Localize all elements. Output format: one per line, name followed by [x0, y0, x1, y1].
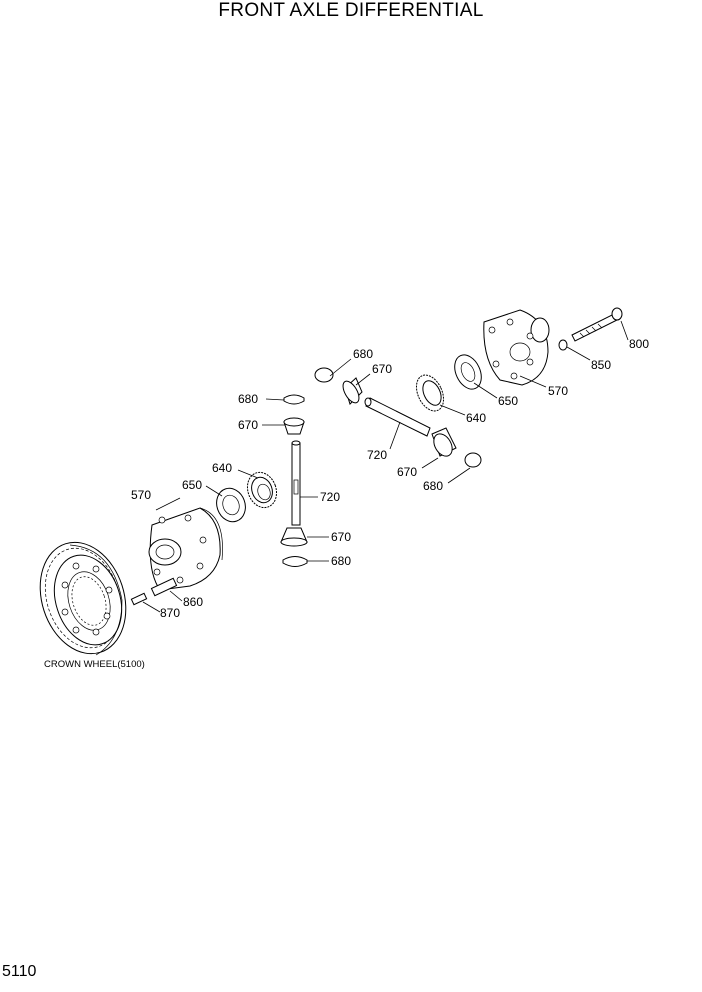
bolt-800-part: [571, 307, 623, 342]
callout-570-right: 570: [548, 384, 568, 398]
callout-650-left: 650: [182, 478, 202, 492]
callout-670-lower: 670: [331, 530, 351, 544]
callout-720-right: 720: [367, 448, 387, 462]
callout-670-right: 670: [397, 465, 417, 479]
pinion-gear-670-right: [431, 427, 457, 457]
washer-850-part: [558, 339, 568, 351]
washer-680-right: [464, 452, 482, 468]
callout-680-upper-left: 680: [238, 392, 258, 406]
cross-shaft-720-diagonal: [364, 397, 431, 437]
callout-640-left: 640: [212, 461, 232, 475]
callout-650-right: 650: [498, 394, 518, 408]
callout-670-upper-left: 670: [238, 418, 258, 432]
callout-570-left: 570: [131, 488, 151, 502]
side-gear-640-left: [246, 471, 278, 509]
callout-680-top: 680: [353, 347, 373, 361]
callout-670-top: 670: [372, 362, 392, 376]
callout-850: 850: [591, 358, 611, 372]
washer-680-upper: [283, 394, 305, 405]
callout-800: 800: [629, 337, 649, 351]
pin-860-part: [150, 577, 178, 597]
case-half-left-part: [148, 507, 223, 591]
pin-870-part: [130, 592, 148, 606]
cross-shaft-720-vertical: [291, 440, 301, 526]
callout-640-right: 640: [466, 411, 486, 425]
leader-lines: [142, 320, 629, 613]
case-half-right-part: [483, 309, 550, 386]
page-title: FRONT AXLE DIFFERENTIAL: [218, 0, 484, 21]
callout-680-right: 680: [423, 479, 443, 493]
pinion-gear-670-lower: [280, 527, 308, 547]
crown-wheel-part: [39, 541, 127, 656]
side-gear-640-right: [415, 374, 445, 412]
pinion-gear-670-top: [342, 377, 363, 405]
callout-720-left: 720: [320, 490, 340, 504]
callout-680-lower: 680: [331, 554, 351, 568]
washer-680-top: [314, 367, 334, 383]
washer-680-lower: [282, 556, 308, 567]
page-number: 5110: [2, 963, 37, 980]
thrust-washer-650-left: [216, 487, 246, 523]
callout-860: 860: [183, 595, 203, 609]
thrust-washer-650-right: [454, 354, 482, 390]
crown-wheel-caption: CROWN WHEEL(5100): [44, 659, 145, 670]
pinion-gear-670-upper: [283, 417, 305, 435]
callout-870: 870: [160, 606, 180, 620]
